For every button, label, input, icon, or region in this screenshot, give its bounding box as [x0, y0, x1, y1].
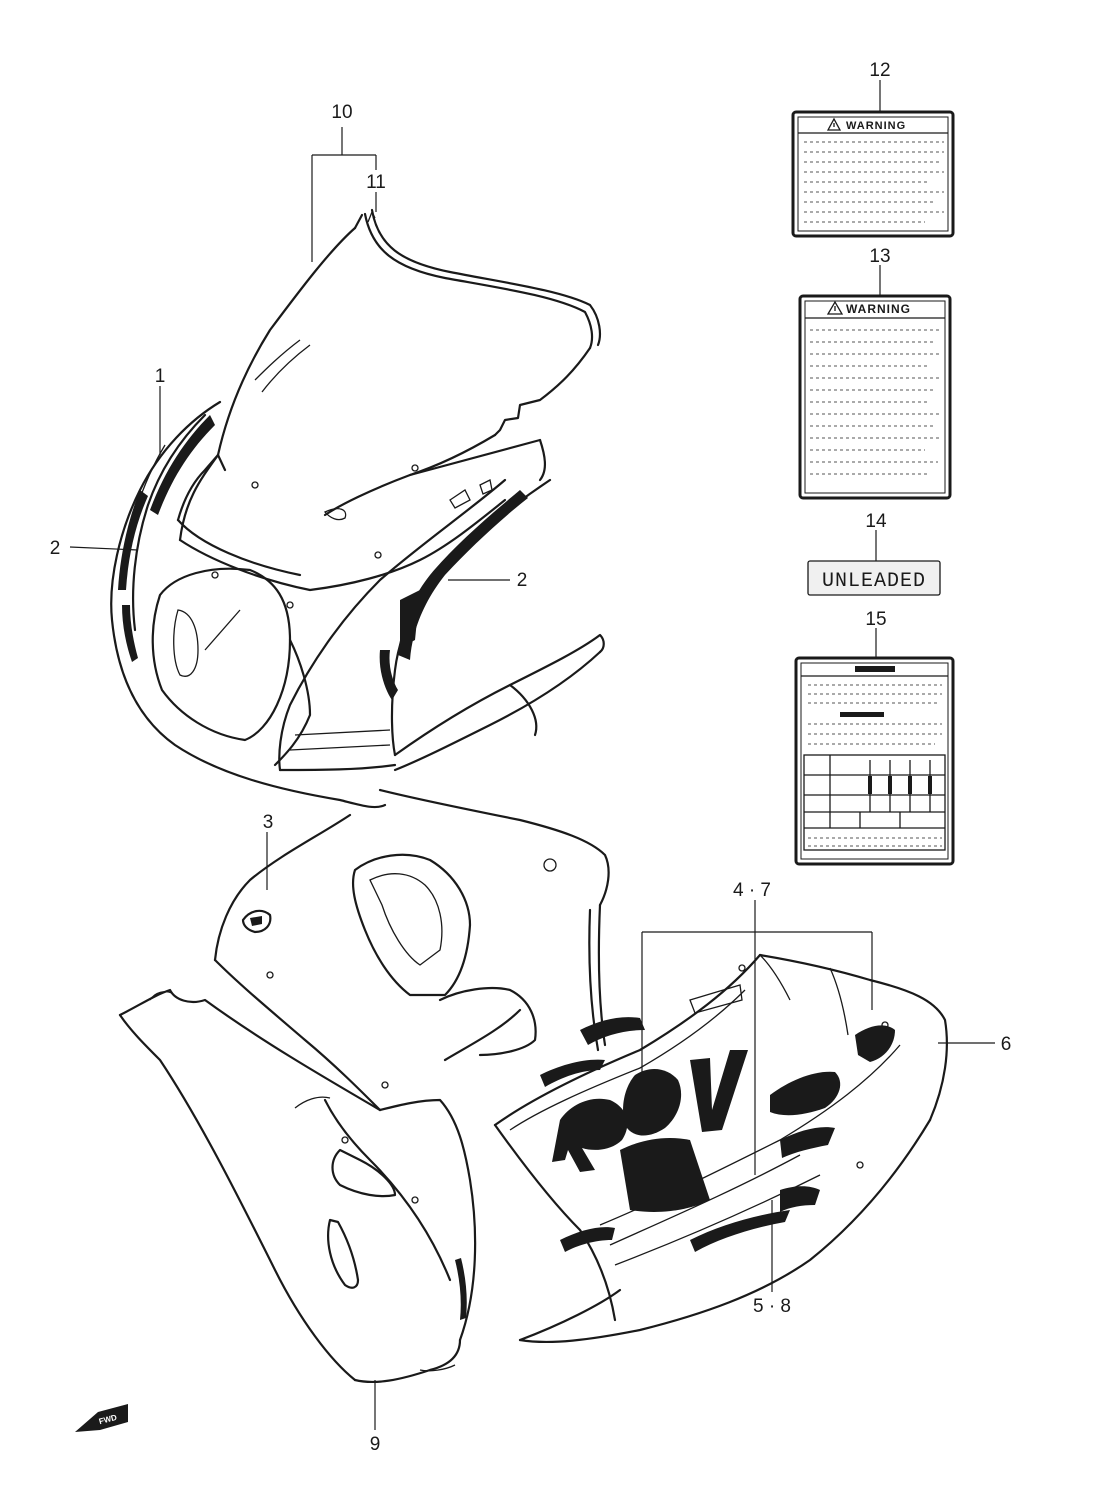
warning-triangle-icon: [826, 300, 844, 315]
callout-13: 13: [869, 246, 890, 267]
warning-triangle-icon: [826, 117, 842, 131]
callout-2-right: 2: [517, 570, 528, 591]
warning-label-13: WARNING: [798, 294, 952, 500]
callout-6: 6: [1001, 1034, 1012, 1055]
callout-11: 11: [366, 172, 386, 193]
lower-cowling-right-part: [493, 953, 948, 1344]
upper-cowling-part: [110, 208, 605, 809]
forward-arrow-icon: FWD: [75, 1404, 128, 1432]
callout-10: 10: [331, 102, 352, 123]
callout-5-8: 5 · 8: [753, 1296, 791, 1317]
callout-4-7: 4 · 7: [733, 880, 771, 901]
callout-15: 15: [865, 609, 886, 630]
warning-label-12-title: WARNING: [846, 120, 906, 132]
lower-cowling-left-part: [118, 988, 477, 1384]
warning-label-13-title: WARNING: [846, 302, 911, 316]
callout-2-left: 2: [50, 538, 61, 559]
unleaded-label-text: UNLEADED: [822, 570, 926, 593]
callout-3: 3: [263, 812, 274, 833]
callout-12: 12: [869, 60, 890, 81]
callout-9: 9: [370, 1434, 381, 1455]
unleaded-label-14: UNLEADED: [807, 560, 941, 596]
callout-1: 1: [155, 366, 166, 387]
leader-lines: [69, 80, 995, 1430]
warning-label-12: WARNING: [791, 110, 955, 238]
info-label-15: [794, 656, 955, 866]
inner-panel-part: [213, 788, 610, 1112]
callout-14: 14: [865, 511, 887, 532]
